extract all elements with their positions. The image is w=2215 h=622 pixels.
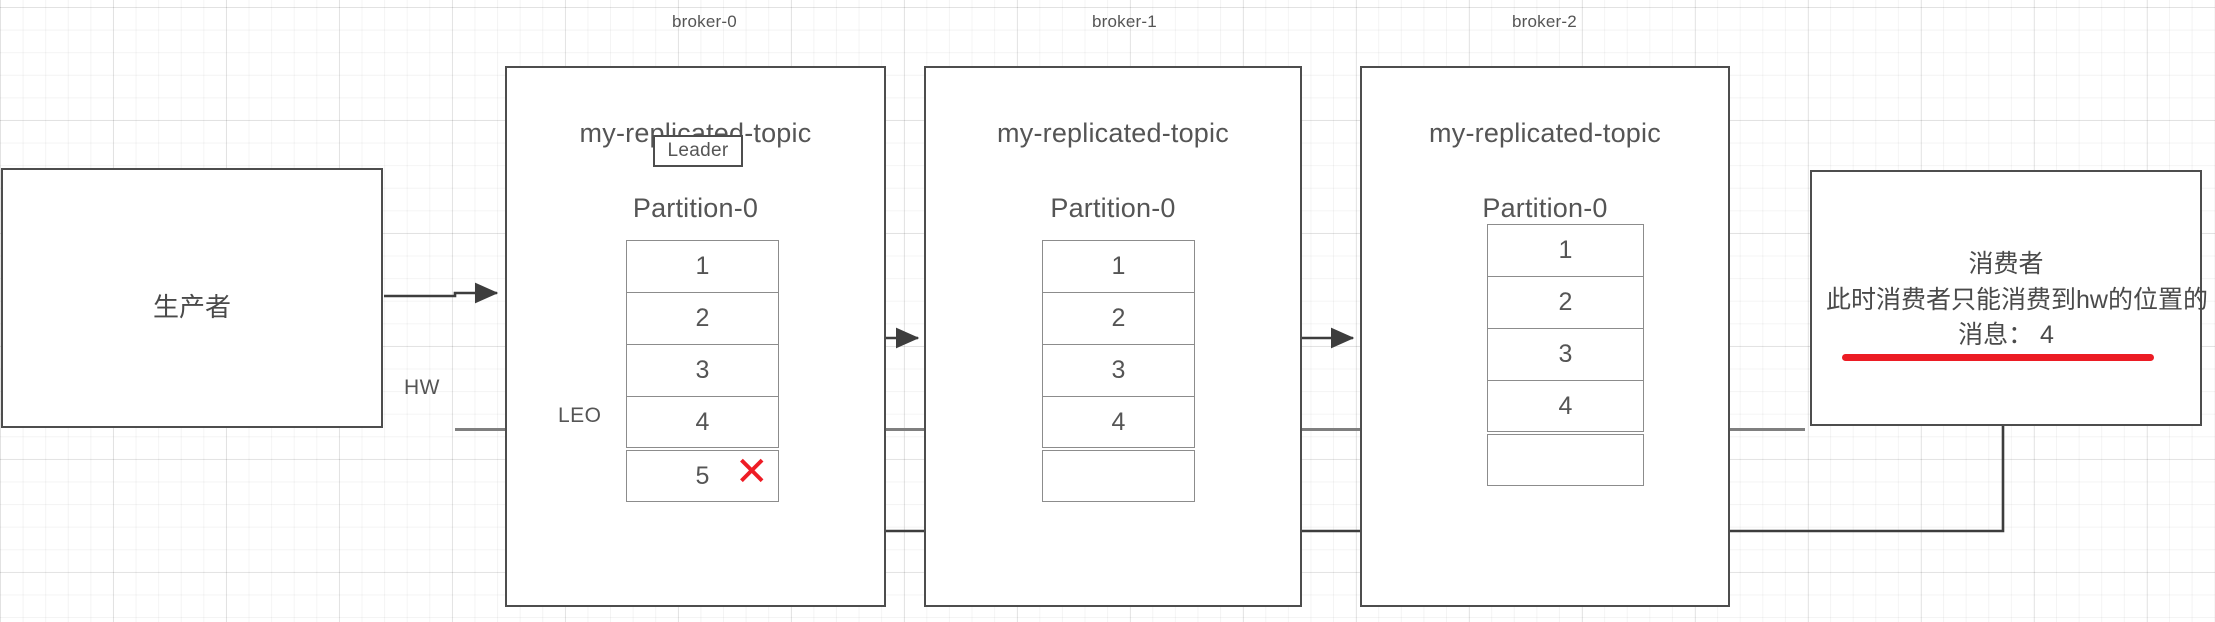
broker-2-topic-title: my-replicated-topic Partition-0 (1362, 78, 1728, 227)
broker-0-message-2: 2 (626, 292, 779, 344)
hw-label: HW (404, 376, 440, 399)
broker-2-message-stack: 1 2 3 4 (1487, 224, 1644, 486)
broker-2-message-2: 2 (1487, 276, 1644, 328)
consumer-offset: 消息： 4 (1958, 321, 2054, 349)
broker-0-message-5: 5 (626, 450, 779, 502)
broker-0-topic-title: my-replicated-topic Partition-0 (507, 78, 884, 227)
broker-0-message-4: 4 (626, 396, 779, 448)
producer-box: 生产者 (1, 168, 383, 428)
consumer-red-underline (1842, 354, 2154, 361)
broker-0-message-3: 3 (626, 344, 779, 396)
producer-label: 生产者 (152, 292, 231, 322)
arrow-producer-to-broker0 (384, 282, 499, 304)
broker-1-message-4: 4 (1042, 396, 1195, 448)
consumer-description: 消费者 此时消费者只能消费到hw的位置的 消息： 4 (1826, 247, 2208, 354)
arrow-consumer-feedback-to-broker0 (686, 426, 2005, 533)
broker-1-topic: my-replicated-topic (997, 118, 1229, 149)
consumer-box: 消费者 此时消费者只能消费到hw的位置的 消息： 4 (1810, 170, 2208, 426)
broker-2-topic: my-replicated-topic (1429, 118, 1661, 149)
broker-2-message-3: 3 (1487, 328, 1644, 380)
broker-1-message-stack: 1 2 3 4 (1042, 240, 1195, 502)
leo-label: LEO (558, 404, 602, 427)
broker-2-message-4: 4 (1487, 380, 1644, 432)
broker-2-name: broker-2 (1512, 12, 1577, 31)
broker-1-message-3: 3 (1042, 344, 1195, 396)
consumer-title: 消费者 (1968, 250, 2044, 278)
broker-1-message-2: 2 (1042, 292, 1195, 344)
broker-0-message-stack: 1 2 3 4 5 (626, 240, 779, 502)
broker-2-partition: Partition-0 (1482, 192, 1608, 223)
broker-2-message-5-empty (1487, 434, 1644, 486)
failed-write-x-icon: ✕ (735, 450, 769, 494)
broker-1-message-5-empty (1042, 450, 1195, 502)
broker-1-name: broker-1 (1092, 12, 1157, 31)
broker-2-message-1: 1 (1487, 224, 1644, 276)
broker-1-partition: Partition-0 (1050, 192, 1176, 223)
broker-0-message-1: 1 (626, 240, 779, 292)
consumer-note: 此时消费者只能消费到hw的位置的 (1826, 285, 2208, 314)
broker-0-partition: Partition-0 (632, 192, 759, 223)
broker-0-name: broker-0 (672, 12, 737, 31)
broker-0-leader-badge: Leader (653, 135, 743, 167)
broker-1-topic-title: my-replicated-topic Partition-0 (926, 78, 1300, 227)
broker-1-message-1: 1 (1042, 240, 1195, 292)
